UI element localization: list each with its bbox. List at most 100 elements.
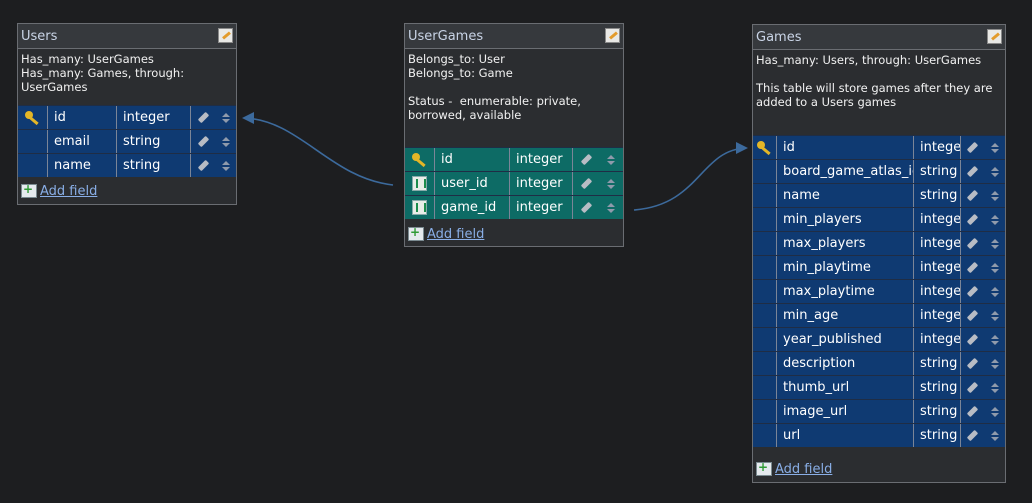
edit-notes-icon[interactable] [987,29,1002,44]
field-type[interactable]: integer [510,172,573,195]
edit-notes-icon[interactable] [605,28,620,43]
field-name[interactable]: thumb_url [777,376,914,399]
field-type[interactable]: string [117,130,191,153]
edit-field-icon[interactable] [967,429,979,442]
reorder-handle-icon[interactable] [990,190,999,201]
field-row[interactable]: year_publishedinteger [753,327,1005,351]
move-up-icon[interactable] [221,136,230,141]
users-table[interactable]: Users Has_many: UserGames Has_many: Game… [17,23,237,205]
reorder-handle-icon[interactable] [607,178,616,189]
move-up-icon[interactable] [990,334,999,339]
edit-field-icon[interactable] [967,141,979,154]
edit-field-icon[interactable] [197,111,209,124]
edit-field-icon[interactable] [967,261,979,274]
reorder-handle-icon[interactable] [607,202,616,213]
move-down-icon[interactable] [221,142,230,147]
move-down-icon[interactable] [990,292,999,297]
reorder-handle-icon[interactable] [990,334,999,345]
field-name[interactable]: game_id [435,196,510,219]
move-up-icon[interactable] [990,166,999,171]
field-type[interactable]: string [914,400,961,423]
field-name[interactable]: name [48,154,117,177]
field-name[interactable]: max_playtime [777,280,914,303]
add-field-row[interactable]: Add field [756,459,832,479]
move-up-icon[interactable] [990,382,999,387]
games-table[interactable]: Games Has_many: Users, through: UserGame… [752,24,1006,483]
field-type[interactable]: integer [914,304,961,327]
reorder-handle-icon[interactable] [990,430,999,441]
reorder-handle-icon[interactable] [221,160,230,171]
move-down-icon[interactable] [990,196,999,201]
edit-field-icon[interactable] [967,237,979,250]
reorder-handle-icon[interactable] [221,112,230,123]
field-type[interactable]: integer [914,208,961,231]
field-name[interactable]: user_id [435,172,510,195]
reorder-handle-icon[interactable] [990,286,999,297]
add-field-row[interactable]: Add field [408,224,484,244]
field-row[interactable]: max_playersinteger [753,231,1005,255]
field-name[interactable]: id [435,148,510,171]
field-name[interactable]: email [48,130,117,153]
add-field-row[interactable]: Add field [21,181,97,201]
field-type[interactable]: string [914,160,961,183]
field-type[interactable]: integer [510,196,573,219]
field-name[interactable]: min_age [777,304,914,327]
move-down-icon[interactable] [990,436,999,441]
reorder-handle-icon[interactable] [990,166,999,177]
edit-field-icon[interactable] [967,285,979,298]
field-type[interactable]: string [914,424,961,447]
field-type[interactable]: integer [914,232,961,255]
field-name[interactable]: name [777,184,914,207]
edit-field-icon[interactable] [967,213,979,226]
move-up-icon[interactable] [990,430,999,435]
field-type[interactable]: integer [510,148,573,171]
field-row[interactable]: min_ageinteger [753,303,1005,327]
edit-field-icon[interactable] [580,153,592,166]
field-name[interactable]: id [48,106,117,129]
field-type[interactable]: integer [914,136,961,159]
field-type[interactable]: string [914,376,961,399]
move-up-icon[interactable] [990,142,999,147]
move-up-icon[interactable] [990,190,999,195]
move-down-icon[interactable] [607,184,616,189]
reorder-handle-icon[interactable] [990,406,999,417]
edit-notes-icon[interactable] [218,28,233,43]
field-type[interactable]: integer [117,106,191,129]
move-down-icon[interactable] [607,160,616,165]
edit-field-icon[interactable] [967,405,979,418]
reorder-handle-icon[interactable] [990,382,999,393]
field-name[interactable]: max_players [777,232,914,255]
edit-field-icon[interactable] [967,309,979,322]
add-field-icon[interactable] [408,225,424,241]
move-down-icon[interactable] [607,208,616,213]
move-up-icon[interactable] [221,160,230,165]
field-type[interactable]: integer [914,256,961,279]
usergames-table[interactable]: UserGames Belongs_to: User Belongs_to: G… [404,23,624,247]
edit-field-icon[interactable] [967,381,979,394]
field-type[interactable]: integer [914,328,961,351]
move-down-icon[interactable] [990,388,999,393]
reorder-handle-icon[interactable] [221,136,230,147]
field-row[interactable]: min_playersinteger [753,207,1005,231]
field-type[interactable]: integer [914,280,961,303]
move-down-icon[interactable] [990,244,999,249]
move-down-icon[interactable] [990,268,999,273]
field-type[interactable]: string [914,352,961,375]
move-down-icon[interactable] [990,412,999,417]
move-up-icon[interactable] [607,202,616,207]
move-down-icon[interactable] [990,316,999,321]
move-down-icon[interactable] [221,166,230,171]
field-name[interactable]: description [777,352,914,375]
edit-field-icon[interactable] [967,333,979,346]
edit-field-icon[interactable] [580,177,592,190]
edit-field-icon[interactable] [967,165,979,178]
field-name[interactable]: image_url [777,400,914,423]
